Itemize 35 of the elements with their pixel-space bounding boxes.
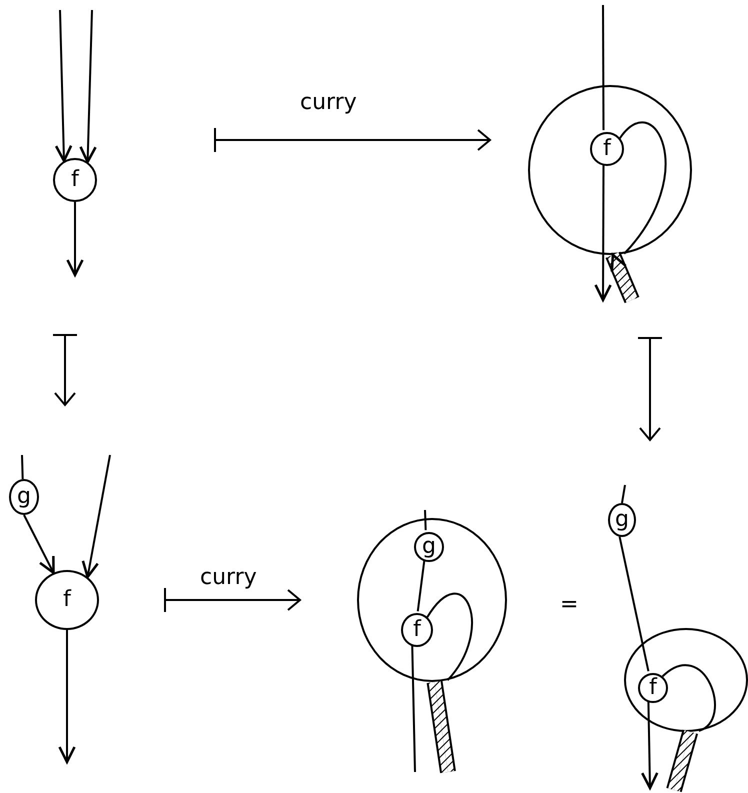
wire [621, 484, 626, 504]
arrow-label: curry [300, 90, 357, 115]
arrow [82, 454, 111, 578]
enclosing-circle [624, 628, 748, 732]
arrow-label: curry [200, 565, 257, 590]
equals-sign: = [560, 592, 578, 617]
wire [21, 454, 24, 480]
enclosing-circle [528, 85, 692, 255]
function-node: f [638, 673, 668, 703]
function-node: g [608, 503, 636, 537]
function-node: g [414, 532, 444, 562]
arrow [58, 630, 76, 764]
function-node: f [590, 132, 624, 166]
arrow [23, 514, 55, 574]
function-node: f [401, 613, 433, 647]
function-node: g [9, 479, 39, 515]
arrow [640, 700, 658, 790]
wire [618, 122, 666, 254]
wire [602, 5, 604, 130]
function-node: f [53, 158, 97, 202]
wire [426, 592, 473, 681]
wire [416, 560, 426, 612]
hatched-wire [666, 730, 698, 792]
arrow [79, 10, 97, 164]
arrow [594, 164, 612, 302]
function-node: f [35, 570, 99, 630]
wire [424, 510, 427, 530]
enclosing-circle [357, 518, 507, 682]
wire [662, 664, 716, 732]
arrow [54, 10, 72, 162]
hatched-wire [426, 680, 456, 774]
wire [618, 536, 650, 672]
arrow [66, 202, 84, 276]
hatched-wire [606, 252, 640, 304]
wire [411, 644, 416, 772]
